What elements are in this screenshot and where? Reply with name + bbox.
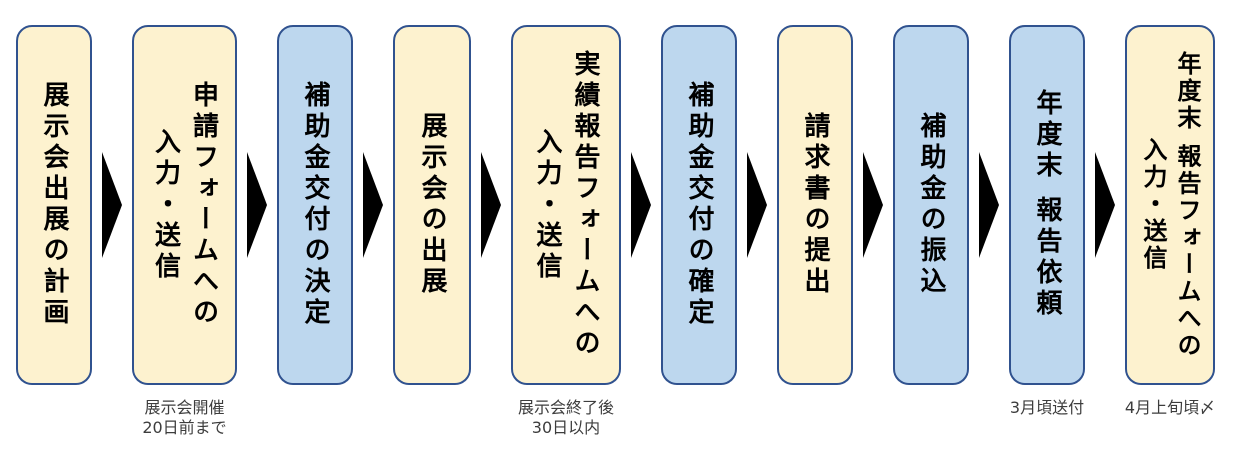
flow-arrow [353, 25, 393, 385]
flow-step: 年度末 報告依頼 3月頃送付 [1009, 25, 1085, 418]
flow-step-box: 補助金交付の決定 [277, 25, 353, 385]
right-arrow-icon [247, 152, 267, 258]
flow-step: 展示会出展の計画 [16, 25, 92, 398]
flow-step: 申請フォームへの 入力・送信 展示会開催 20日前まで [132, 25, 237, 438]
right-arrow-icon [863, 152, 883, 258]
right-arrow-icon [979, 152, 999, 258]
flow-step: 年度末 報告フォームへの 入力・送信 4月上旬頃〆 [1125, 25, 1215, 418]
flow-step-box: 補助金の振込 [893, 25, 969, 385]
right-arrow-icon [1095, 152, 1115, 258]
flow-arrow [737, 25, 777, 385]
right-arrow-icon [102, 152, 122, 258]
flow-step-label: 展示会の出展 [417, 112, 447, 298]
flow-step-box: 実績報告フォームへの 入力・送信 [511, 25, 621, 385]
flow-step-label: 補助金交付の確定 [684, 81, 714, 329]
flow-arrow [1085, 25, 1125, 385]
flow-step-label: 年度末 報告フォームへの 入力・送信 [1139, 50, 1201, 360]
flow-step-box: 年度末 報告依頼 [1009, 25, 1085, 385]
right-arrow-icon [481, 152, 501, 258]
flow-step: 補助金交付の確定 [661, 25, 737, 398]
flow-step-box: 展示会の出展 [393, 25, 471, 385]
right-arrow-icon [747, 152, 767, 258]
flow-step-label: 請求書の提出 [800, 112, 830, 298]
flow-step-label: 補助金の振込 [916, 112, 946, 298]
flow-step-box: 展示会出展の計画 [16, 25, 92, 385]
flow-arrow [92, 25, 132, 385]
flow-step-box: 請求書の提出 [777, 25, 853, 385]
flow-step: 請求書の提出 [777, 25, 853, 398]
flow-step-label: 補助金交付の決定 [300, 81, 330, 329]
flow-step-box: 申請フォームへの 入力・送信 [132, 25, 237, 385]
flow-arrow [853, 25, 893, 385]
flow-step: 補助金交付の決定 [277, 25, 353, 398]
flow-step-note: 展示会開催 20日前まで [142, 398, 227, 437]
flow-arrow [621, 25, 661, 385]
flow-step-label: 展示会出展の計画 [39, 81, 69, 329]
flow-step: 展示会の出展 [393, 25, 471, 398]
flow-arrow [237, 25, 277, 385]
flow-step-note: 4月上旬頃〆 [1124, 398, 1216, 417]
subsidy-process-flow-diagram: 展示会出展の計画 申請フォームへの 入力・送信 展示会開催 20日前まで 補助金… [16, 25, 1215, 438]
flow-step: 補助金の振込 [893, 25, 969, 398]
flow-step-note: 展示会終了後 30日以内 [517, 398, 614, 437]
flow-step-label: 申請フォームへの 入力・送信 [150, 81, 219, 329]
flow-step-note: 3月頃送付 [1009, 398, 1085, 417]
flow-step: 実績報告フォームへの 入力・送信 展示会終了後 30日以内 [511, 25, 621, 438]
flow-arrow [471, 25, 511, 385]
flow-step-box: 補助金交付の確定 [661, 25, 737, 385]
flow-arrow [969, 25, 1009, 385]
right-arrow-icon [631, 152, 651, 258]
flow-step-label: 実績報告フォームへの 入力・送信 [532, 50, 600, 360]
flow-step-label: 年度末 報告依頼 [1032, 89, 1062, 321]
right-arrow-icon [363, 152, 383, 258]
flow-step-box: 年度末 報告フォームへの 入力・送信 [1125, 25, 1215, 385]
